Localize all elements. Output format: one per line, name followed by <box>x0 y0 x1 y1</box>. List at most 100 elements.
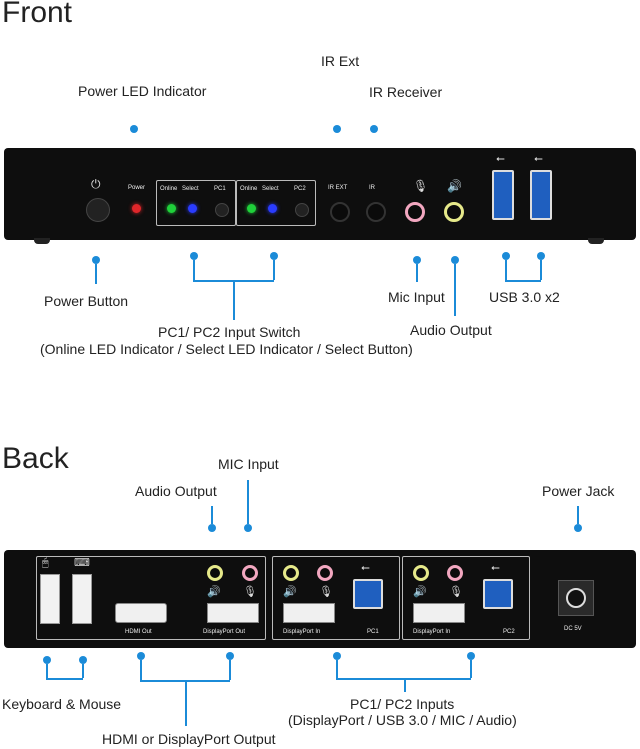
label-audio-output-back: Audio Output <box>135 483 217 499</box>
usb3-port-2[interactable] <box>530 170 552 220</box>
callout-dot <box>130 125 138 133</box>
audio-output-jack[interactable] <box>444 202 464 222</box>
callout-line <box>273 260 275 280</box>
usb-icon: ⭠ <box>534 153 543 165</box>
callout-dot <box>333 652 341 660</box>
callout-dot <box>244 524 252 532</box>
callout-line <box>336 678 471 680</box>
callout-dot <box>270 252 278 260</box>
label-power-button: Power Button <box>44 293 129 309</box>
callout-dot <box>537 252 545 260</box>
callout-dot <box>574 524 582 532</box>
callout-dot <box>190 252 198 260</box>
callout-line <box>46 664 48 678</box>
callout-line <box>193 260 195 280</box>
callout-line <box>336 660 338 678</box>
callout-dot <box>79 656 87 664</box>
callout-line <box>577 506 579 524</box>
mic-input-jack[interactable] <box>242 565 258 581</box>
callout-dot <box>43 656 51 664</box>
front-panel-device: ⏻ Power Online Select PC1 Online Select … <box>4 148 636 240</box>
select-led <box>188 204 197 213</box>
callout-line <box>95 264 97 284</box>
callout-line <box>247 480 249 524</box>
label-ir-ext: IR Ext <box>321 53 360 69</box>
label-power-led: Power LED Indicator <box>78 83 207 99</box>
power-button[interactable] <box>86 198 110 222</box>
callout-line <box>46 678 83 680</box>
audio-input-jack[interactable] <box>283 565 299 581</box>
displayport-in-port[interactable] <box>413 603 465 623</box>
pc2-select-button[interactable] <box>295 203 309 217</box>
output-panel: HDMI Out 🔊 🎙 DisplayPort Out <box>36 556 266 640</box>
back-panel-device: 🖱 ⌨ HDMI Out 🔊 🎙 DisplayPort Out 🔊 🎙 Dis… <box>4 550 636 648</box>
mic-jack[interactable] <box>447 565 463 581</box>
select-label: Select <box>262 186 279 192</box>
label-power-jack: Power Jack <box>542 483 615 499</box>
usb3-b-port-pc1[interactable] <box>353 579 383 609</box>
displayport-out-port[interactable] <box>207 603 259 623</box>
online-led <box>167 204 176 213</box>
power-label: Power <box>128 185 146 191</box>
label-pc-inputs-detail: (DisplayPort / USB 3.0 / MIC / Audio) <box>288 712 517 728</box>
label-mic-input-back: MIC Input <box>218 456 279 472</box>
callout-line <box>505 280 541 282</box>
pc2-input-panel: 🔊 🎙 DisplayPort In ⭠ PC2 <box>402 556 530 640</box>
front-title: Front <box>2 0 73 29</box>
pc1-label: PC1 <box>214 186 226 192</box>
pc2-label: PC2 <box>294 186 306 192</box>
usb-mouse-port[interactable] <box>40 574 60 624</box>
label-usb: USB 3.0 x2 <box>489 289 560 305</box>
usb-icon: ⭠ <box>361 562 370 574</box>
microphone-icon: 🎙 <box>449 586 463 598</box>
pc1-label: PC1 <box>367 629 379 635</box>
callout-dot <box>467 652 475 660</box>
dc-label: DC 5V <box>564 626 582 632</box>
label-input-switch-detail: (Online LED Indicator / Select LED Indic… <box>40 341 413 357</box>
callout-dot <box>451 256 459 264</box>
displayport-in-port[interactable] <box>283 603 335 623</box>
callout-line <box>416 264 418 282</box>
label-ir-receiver: IR Receiver <box>369 84 443 100</box>
speaker-icon: 🔊 <box>413 586 427 598</box>
online-led <box>247 204 256 213</box>
callout-line <box>470 660 472 678</box>
microphone-icon: 🎙 <box>243 586 257 598</box>
callout-dot <box>137 652 145 660</box>
pc2-label: PC2 <box>503 629 515 635</box>
microphone-icon: 🎙 <box>319 586 333 598</box>
label-hdmi-dp-output: HDMI or DisplayPort Output <box>102 731 276 747</box>
callout-dot <box>92 256 100 264</box>
dc-power-jack[interactable] <box>566 588 586 608</box>
mic-input-jack[interactable] <box>405 202 425 222</box>
label-audio-output: Audio Output <box>410 322 492 338</box>
device-foot <box>588 238 604 244</box>
ir-receiver <box>366 202 386 222</box>
usb3-b-port-pc2[interactable] <box>483 579 513 609</box>
label-pc-inputs: PC1/ PC2 Inputs <box>350 696 455 712</box>
online-label: Online <box>240 186 258 192</box>
dc-jack-housing <box>558 580 594 616</box>
callout-line <box>229 660 231 680</box>
audio-input-jack[interactable] <box>413 565 429 581</box>
pc1-select-button[interactable] <box>215 203 229 217</box>
audio-output-jack[interactable] <box>207 565 223 581</box>
ir-ext-port[interactable] <box>330 202 350 222</box>
usb-keyboard-port[interactable] <box>72 574 92 624</box>
hdmi-out-port[interactable] <box>115 603 167 623</box>
pc1-input-panel: 🔊 🎙 DisplayPort In ⭠ PC1 <box>272 556 400 640</box>
select-label: Select <box>182 186 199 192</box>
select-led <box>268 204 277 213</box>
callout-line <box>505 260 507 280</box>
speaker-icon: 🔊 <box>283 586 297 598</box>
power-icon: ⏻ <box>91 177 101 191</box>
callout-dot <box>413 256 421 264</box>
usb3-port-1[interactable] <box>492 170 514 220</box>
displayport-out-label: DisplayPort Out <box>203 629 246 635</box>
label-mic-input: Mic Input <box>388 289 445 305</box>
mic-jack[interactable] <box>317 565 333 581</box>
displayport-in-label: DisplayPort In <box>413 629 451 635</box>
callout-dot <box>208 524 216 532</box>
callout-dot <box>333 125 341 133</box>
callout-line <box>454 264 456 316</box>
